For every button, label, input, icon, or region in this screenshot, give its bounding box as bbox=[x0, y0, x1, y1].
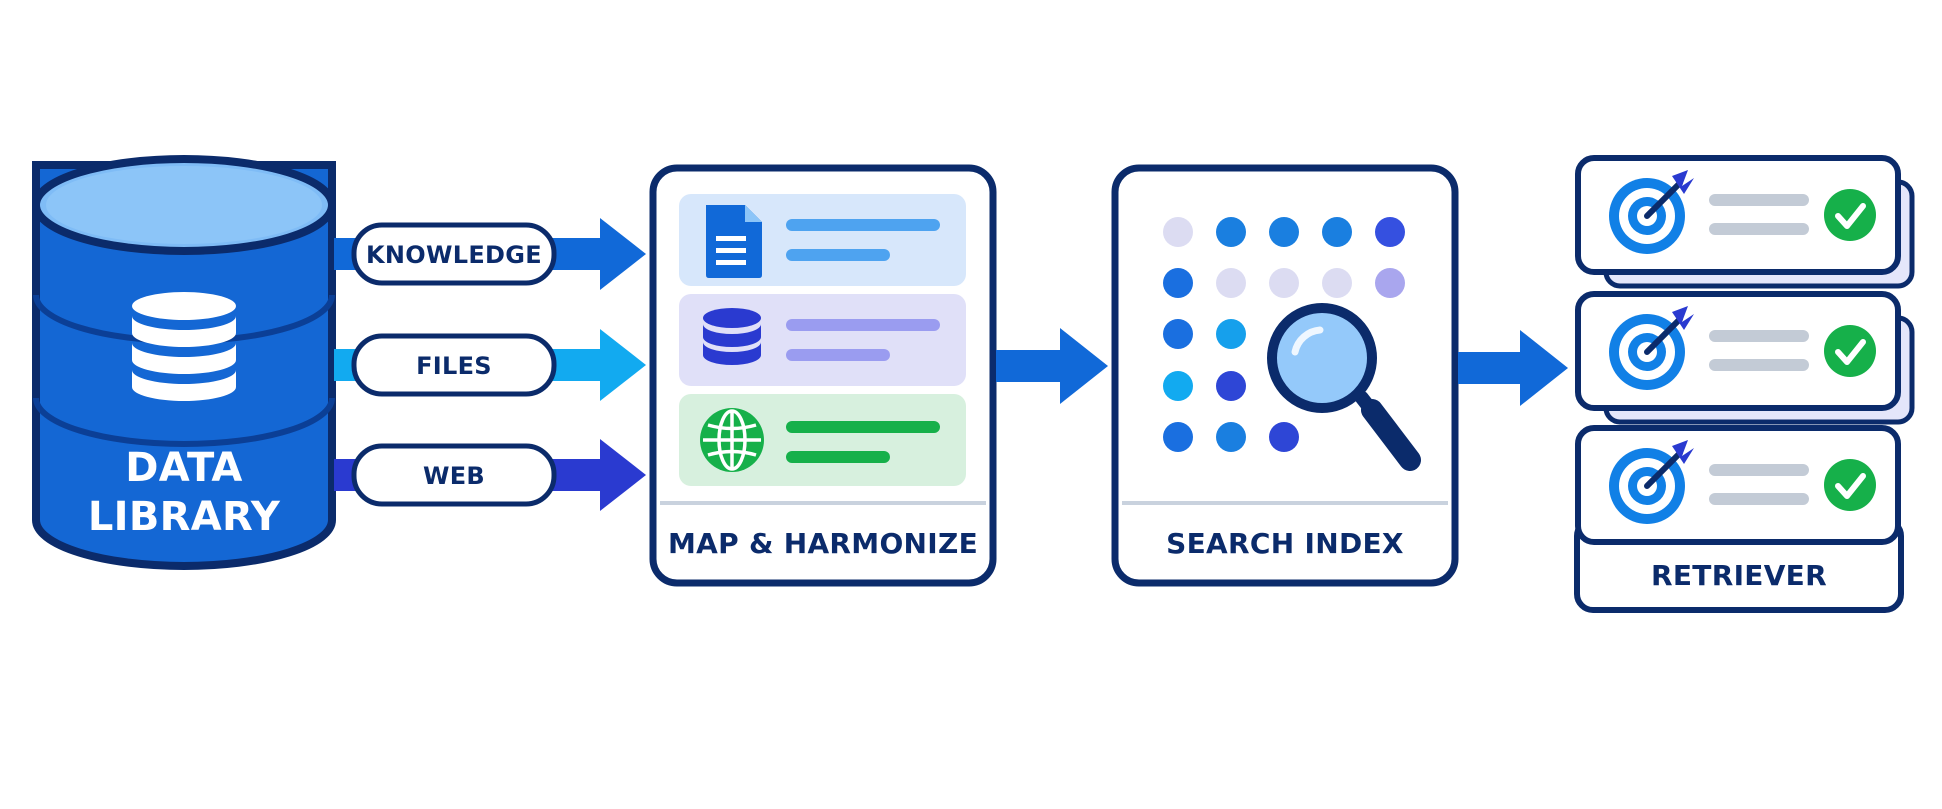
database-icon bbox=[132, 292, 236, 401]
target-icon bbox=[1609, 306, 1694, 390]
flow-arrow-2 bbox=[996, 328, 1108, 404]
search-index-card: SEARCH INDEX bbox=[1111, 164, 1459, 587]
target-icon bbox=[1609, 440, 1694, 524]
retriever-stack: RETRIEVER bbox=[1574, 155, 1915, 613]
search-index-label: SEARCH INDEX bbox=[1166, 527, 1404, 560]
retriever-result-3 bbox=[1575, 425, 1901, 545]
magnifier-icon bbox=[1267, 303, 1421, 471]
source-arrow-files: FILES bbox=[334, 329, 646, 401]
source-arrow-web: WEB bbox=[334, 439, 646, 511]
map-harmonize-label: MAP & HARMONIZE bbox=[668, 527, 978, 560]
retriever-label: RETRIEVER bbox=[1651, 559, 1827, 592]
retriever-result-2 bbox=[1575, 291, 1915, 425]
check-icon bbox=[1824, 189, 1876, 241]
index-dots bbox=[1163, 217, 1405, 452]
source-label-files: FILES bbox=[416, 352, 492, 380]
map-harmonize-card: MAP & HARMONIZE bbox=[649, 164, 997, 587]
check-icon bbox=[1824, 325, 1876, 377]
flow-arrow-3 bbox=[1458, 330, 1568, 406]
data-library: DATA LIBRARY bbox=[32, 155, 336, 570]
source-label-knowledge: KNOWLEDGE bbox=[366, 241, 542, 269]
data-library-label-line1: DATA bbox=[125, 445, 242, 491]
database-icon bbox=[703, 308, 761, 365]
source-label-web: WEB bbox=[423, 462, 485, 490]
source-arrow-knowledge: KNOWLEDGE bbox=[334, 218, 646, 290]
check-icon bbox=[1824, 459, 1876, 511]
document-icon bbox=[706, 205, 762, 278]
target-icon bbox=[1609, 170, 1694, 254]
retriever-result-1 bbox=[1575, 155, 1915, 289]
data-library-label-line2: LIBRARY bbox=[88, 494, 281, 540]
globe-icon bbox=[700, 408, 764, 472]
